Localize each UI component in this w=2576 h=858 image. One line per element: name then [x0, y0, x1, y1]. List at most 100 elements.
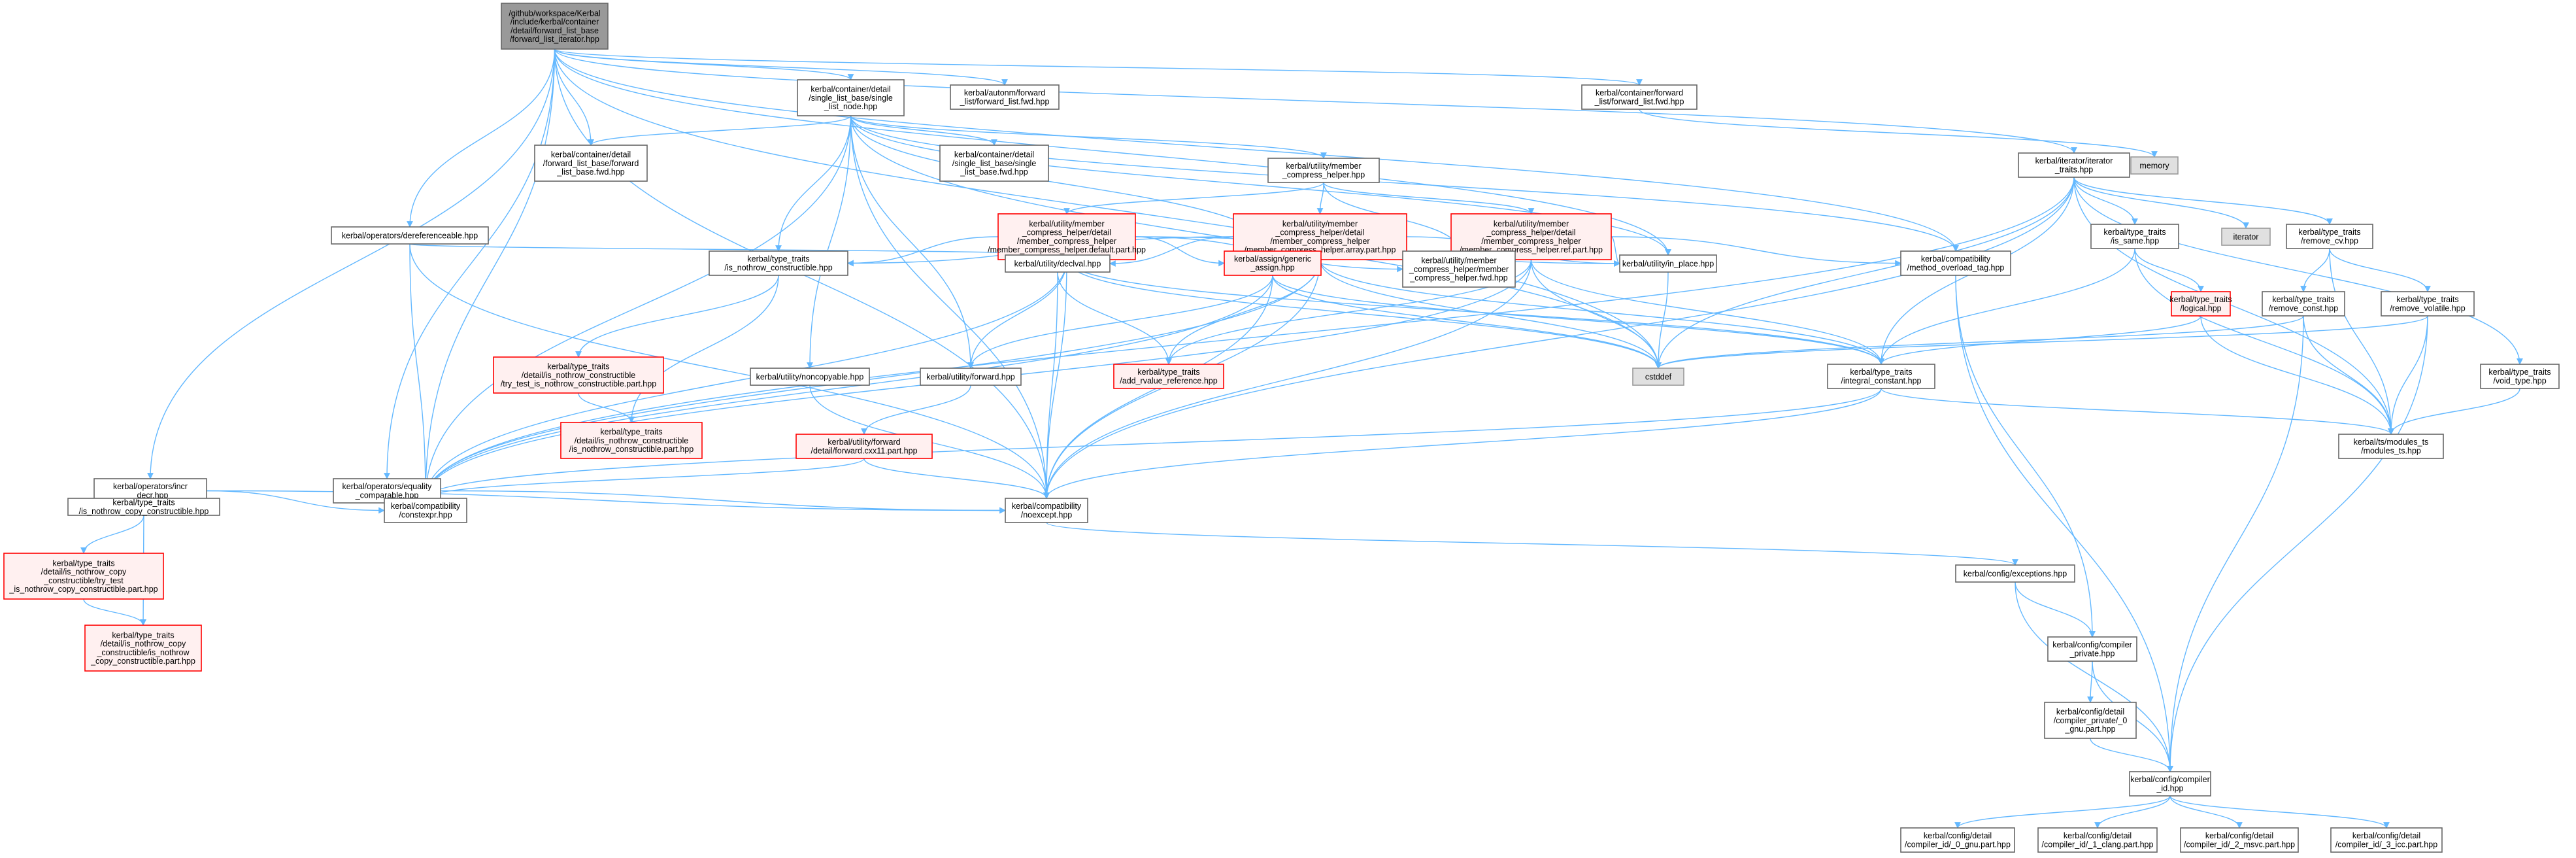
- node-label-line: _id.hpp: [2156, 783, 2183, 793]
- edge-assign_generic-to-constexpr: [422, 275, 1273, 499]
- edge-single_list_node-to-fl_base_fwd: [588, 115, 852, 146]
- node-label-line: /void_type.hpp: [2493, 376, 2546, 385]
- node-remove_cv[interactable]: kerbal/type_traits/remove_cv.hpp: [2286, 224, 2373, 249]
- node-is_nothrow_copy_constructible[interactable]: kerbal/type_traits/is_nothrow_copy_const…: [67, 498, 220, 516]
- node-fl_base_fwd[interactable]: kerbal/container/detail/forward_list_bas…: [534, 145, 648, 182]
- edge-single_list_node-to-noncopyable: [807, 115, 852, 369]
- node-cid_msvc[interactable]: kerbal/config/detail/compiler_id/_2_msvc…: [2180, 827, 2299, 853]
- node-label-line: kerbal/utility/declval.hpp: [1014, 259, 1101, 268]
- node-label-line: kerbal/operators/equality: [343, 482, 433, 491]
- node-label-line: /try_test_is_nothrow_constructible.part.…: [501, 379, 656, 388]
- node-forward[interactable]: kerbal/utility/forward.hpp: [920, 368, 1022, 386]
- node-box: [2262, 291, 2345, 317]
- node-memory[interactable]: memory: [2130, 156, 2179, 175]
- node-box: [1581, 84, 1698, 110]
- node-slb_fwd[interactable]: kerbal/container/detail/single_list_base…: [939, 145, 1049, 182]
- node-label-line: kerbal/compatibility: [1921, 254, 1991, 264]
- node-integral_constant[interactable]: kerbal/type_traits/integral_constant.hpp: [1827, 364, 1935, 389]
- node-member_compress_helper[interactable]: kerbal/utility/member_compress_helper.hp…: [1267, 158, 1380, 183]
- node-assign_generic[interactable]: kerbal/assign/generic_assign.hpp: [1224, 250, 1322, 276]
- node-void_type[interactable]: kerbal/type_traits/void_type.hpp: [2480, 364, 2560, 389]
- node-label-line: kerbal/autonm/forward: [964, 88, 1045, 97]
- node-label-line: /method_overload_tag.hpp: [1907, 263, 2005, 272]
- edge-iterator_traits-to-is_same: [2073, 177, 2138, 225]
- node-label-line: kerbal/operators/incr: [113, 482, 188, 491]
- edge-root-to-autonm_fwd: [554, 48, 1008, 86]
- node-constexpr[interactable]: kerbal/compatibility/constexpr.hpp: [384, 498, 467, 523]
- node-declval[interactable]: kerbal/utility/declval.hpp: [1005, 254, 1111, 273]
- node-cid_clang[interactable]: kerbal/config/detail/compiler_id/_1_clan…: [2037, 827, 2158, 853]
- edge-method_overload_tag-to-compiler_id: [1955, 275, 2173, 772]
- node-try_test_inc[interactable]: kerbal/type_traits/detail/is_nothrow_con…: [493, 356, 664, 394]
- node-label-line: kerbal/config/compiler: [2130, 775, 2210, 784]
- node-autonm_fwd[interactable]: kerbal/autonm/forward_list/forward_list.…: [950, 84, 1060, 110]
- node-box: [384, 498, 467, 523]
- node-box: [2018, 152, 2130, 178]
- node-noexcept[interactable]: kerbal/compatibility/noexcept.hpp: [1005, 498, 1088, 523]
- node-box: [2090, 224, 2179, 249]
- node-try_test_incc[interactable]: kerbal/type_traits/detail/is_nothrow_cop…: [3, 553, 164, 600]
- edge-root-to-iterator_traits: [554, 48, 2077, 154]
- node-method_overload_tag[interactable]: kerbal/compatibility/method_overload_tag…: [1900, 250, 2011, 276]
- node-label-line: _list/forward_list.fwd.hpp: [960, 97, 1050, 106]
- node-iterator[interactable]: iterator: [2221, 228, 2271, 246]
- node-cid_gnu[interactable]: kerbal/config/detail/compiler_id/_0_gnu.…: [1900, 827, 2015, 853]
- node-exceptions[interactable]: kerbal/config/exceptions.hpp: [1955, 564, 2075, 583]
- node-box: [2047, 636, 2137, 662]
- node-cid_icc[interactable]: kerbal/config/detail/compiler_id/_3_icc.…: [2330, 827, 2443, 853]
- edge-is_nothrow_constructible-to-try_test_inc: [575, 275, 779, 358]
- node-label-line: kerbal/type_traits: [2488, 368, 2551, 377]
- edge-root-to-equality_comparable: [384, 48, 556, 479]
- node-box: [797, 79, 905, 116]
- node-label-line: kerbal/type_traits: [112, 498, 175, 507]
- node-label-line: /detail/is_nothrow_constructible: [575, 436, 688, 445]
- edge-iterator_traits-to-noexcept: [1043, 177, 2075, 499]
- node-modules_ts[interactable]: kerbal/ts/modules_ts/modules_ts.hpp: [2338, 434, 2444, 459]
- node-dereferenceable[interactable]: kerbal/operators/dereferenceable.hpp: [331, 226, 489, 245]
- node-label-line: _compress_helper/detail: [1486, 228, 1575, 237]
- node-single_list_node[interactable]: kerbal/container/detail/single_list_base…: [797, 79, 905, 116]
- node-logical[interactable]: kerbal/type_traits/logical.hpp: [2169, 291, 2232, 317]
- edge-container_fwd-to-memory: [1639, 109, 2158, 158]
- node-compiler_id[interactable]: kerbal/config/compiler_id.hpp: [2129, 771, 2211, 797]
- node-noncopyable[interactable]: kerbal/utility/noncopyable.hpp: [750, 368, 870, 386]
- node-is_nothrow_constructible[interactable]: kerbal/type_traits/is_nothrow_constructi…: [709, 250, 848, 276]
- node-mch_fwd[interactable]: kerbal/utility/member_compress_helper/me…: [1402, 250, 1516, 288]
- node-is_same[interactable]: kerbal/type_traits/is_same.hpp: [2090, 224, 2179, 249]
- node-box: [1005, 254, 1111, 273]
- node-compiler_private_0_gnu[interactable]: kerbal/config/detail/compiler_private/_0…: [2044, 702, 2137, 739]
- node-label-line: _gnu.part.hpp: [2064, 725, 2115, 734]
- node-container_fwd[interactable]: kerbal/container/forward_list/forward_li…: [1581, 84, 1698, 110]
- node-mch_ref[interactable]: kerbal/utility/member_compress_helper/de…: [1450, 213, 1612, 260]
- node-label-line: _decr.hpp: [132, 490, 169, 500]
- edge-single_list_node-to-is_nothrow_constructible: [775, 115, 852, 252]
- node-box: [3, 553, 164, 600]
- node-inc_part[interactable]: kerbal/type_traits/detail/is_nothrow_con…: [560, 422, 703, 459]
- node-label-line: kerbal/container/detail: [954, 150, 1034, 160]
- node-iterator_traits[interactable]: kerbal/iterator/iterator_traits.hpp: [2018, 152, 2130, 178]
- node-label-line: kerbal/container/forward: [1596, 88, 1683, 97]
- node-label-line: _copy_constructible.part.hpp: [90, 657, 195, 666]
- node-root[interactable]: /github/workspace/Kerbal/include/kerbal/…: [501, 3, 609, 50]
- node-in_place[interactable]: kerbal/utility/in_place.hpp: [1619, 254, 1717, 273]
- node-box: [560, 422, 703, 459]
- node-cstddef[interactable]: cstddef: [1632, 368, 1684, 386]
- node-compiler_private[interactable]: kerbal/config/compiler_private.hpp: [2047, 636, 2137, 662]
- edge-iterator_traits-to-void_type: [2073, 177, 2523, 365]
- node-remove_volatile[interactable]: kerbal/type_traits/remove_volatile.hpp: [2381, 291, 2475, 317]
- node-forward_cxx11[interactable]: kerbal/utility/forward/detail/forward.cx…: [795, 434, 933, 459]
- edge-forward_cxx11-to-noexcept: [863, 458, 1050, 499]
- node-label-line: kerbal/type_traits: [747, 254, 809, 264]
- node-box: [709, 250, 848, 276]
- edge-root-to-incr_decr: [147, 48, 556, 479]
- edge-is_nothrow_constructible-to-inc_part: [628, 275, 779, 423]
- node-incc_part[interactable]: kerbal/type_traits/detail/is_nothrow_cop…: [84, 625, 202, 672]
- edge-remove_const-to-modules_ts: [2303, 315, 2394, 435]
- node-label-line: /github/workspace/Kerbal: [509, 9, 600, 18]
- node-remove_const[interactable]: kerbal/type_traits/remove_const.hpp: [2262, 291, 2345, 317]
- edge-remove_volatile-to-modules_ts: [2388, 315, 2428, 435]
- node-add_rvalue_reference[interactable]: kerbal/type_traits/add_rvalue_reference.…: [1113, 364, 1224, 389]
- node-label-line: /detail/is_nothrow_constructible: [522, 371, 635, 380]
- node-mch_default[interactable]: kerbal/utility/member_compress_helper/de…: [988, 213, 1146, 260]
